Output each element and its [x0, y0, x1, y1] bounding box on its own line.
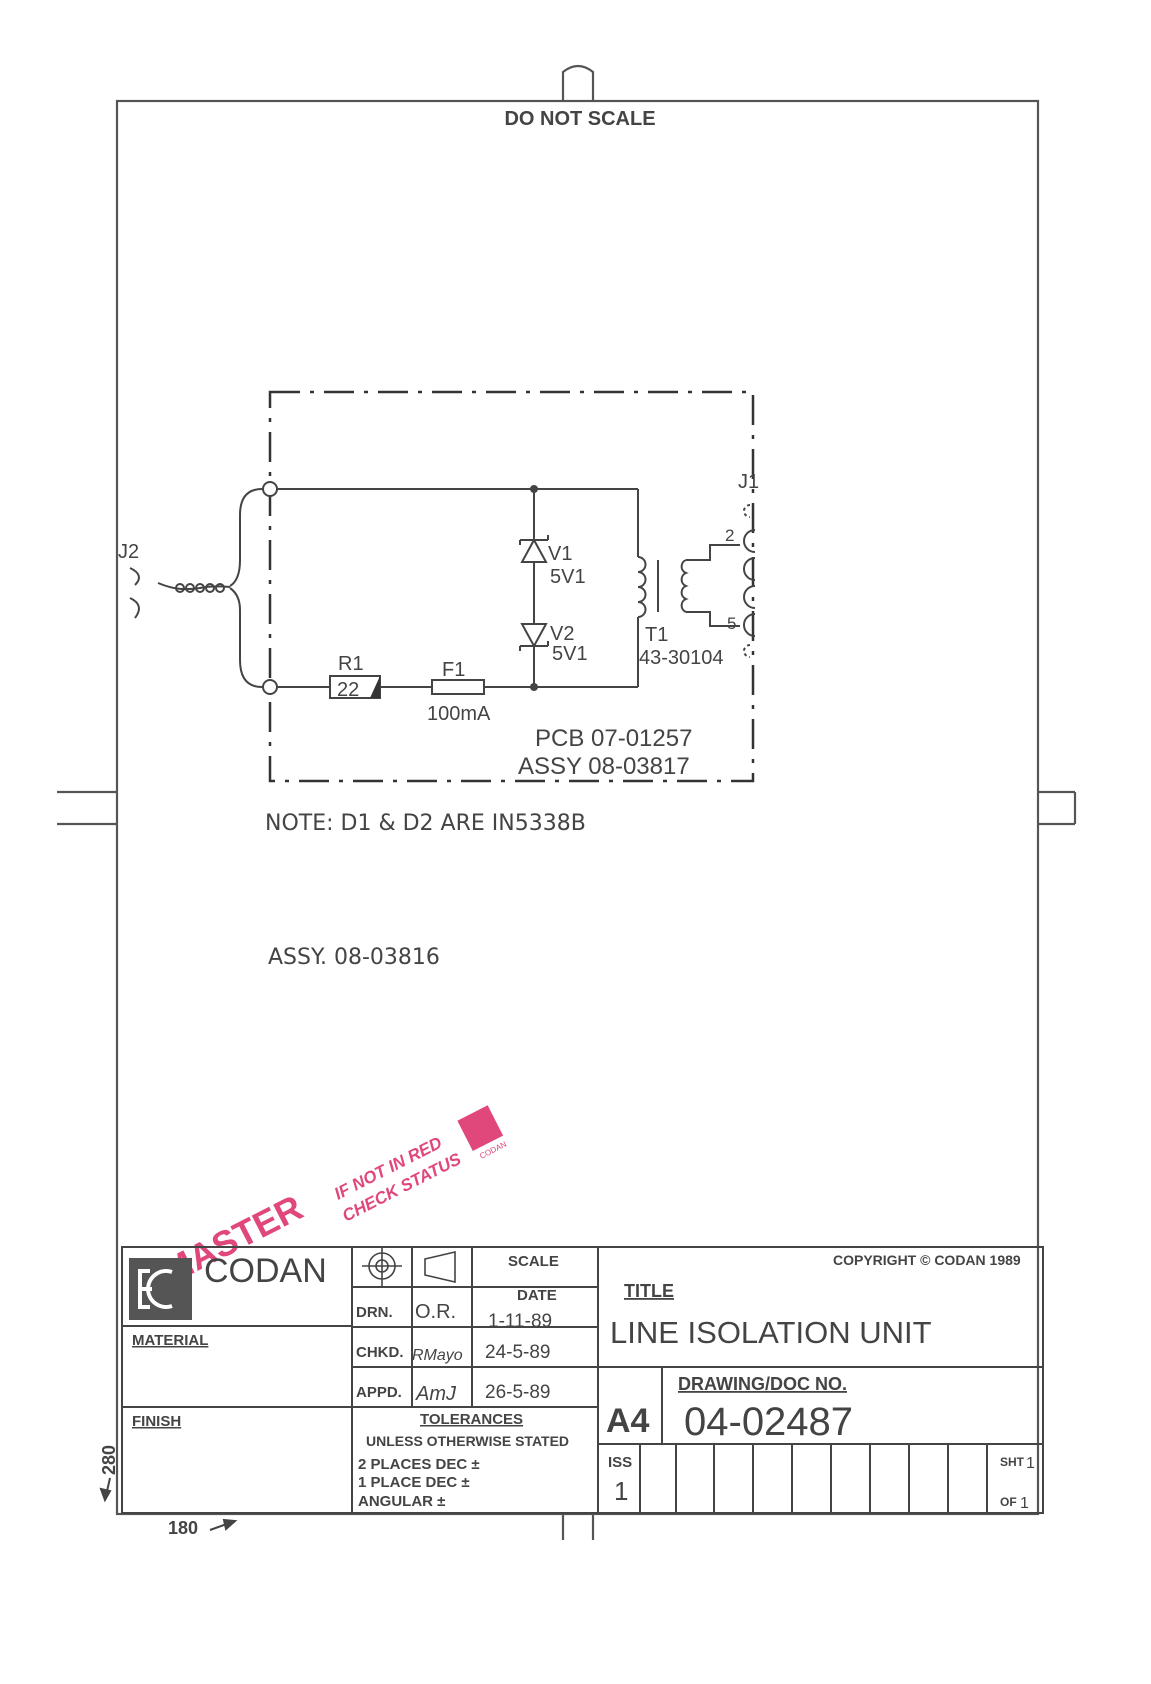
- codan-logo: CODAN: [129, 1252, 327, 1320]
- date-label: DATE: [517, 1287, 557, 1304]
- v1-label: V1: [548, 543, 572, 565]
- angular-label: ANGULAR ±: [358, 1493, 445, 1510]
- of-value: 1: [1020, 1495, 1029, 1512]
- pin2-label: 2: [725, 526, 734, 545]
- issue-value: 1: [614, 1476, 628, 1506]
- f1-label: F1: [442, 659, 465, 681]
- sheet-value: 1: [1026, 1455, 1035, 1472]
- v2-value: 5V1: [552, 643, 588, 665]
- appd-signature: AmJ: [415, 1383, 457, 1405]
- copyright-label: COPYRIGHT © CODAN 1989: [833, 1252, 1021, 1268]
- tolerances-label: TOLERANCES: [420, 1411, 523, 1428]
- drn-value: O.R.: [415, 1301, 456, 1323]
- j1-label: J1: [738, 471, 759, 493]
- f1-value: 100mA: [427, 703, 491, 725]
- iss-label: ISS: [608, 1454, 632, 1471]
- diode-note: NOTE: D1 & D2 ARE IN5338B: [265, 811, 586, 836]
- pcb-number: PCB 07-01257: [535, 725, 692, 752]
- third-angle-projection-icon: [362, 1246, 456, 1286]
- drawing-no-label: DRAWING/DOC NO.: [678, 1374, 847, 1394]
- drawing-number: 04-02487: [684, 1400, 853, 1444]
- unless-stated-label: UNLESS OTHERWISE STATED: [366, 1433, 569, 1449]
- stamp-logo: CODAN: [457, 1105, 508, 1161]
- assy-number: ASSY 08-03817: [518, 753, 690, 780]
- scale-label: SCALE: [508, 1253, 559, 1270]
- dim-180: 180: [168, 1518, 198, 1538]
- dim-280: 280: [99, 1445, 119, 1475]
- drn-label: DRN.: [356, 1304, 393, 1321]
- chkd-signature: RMayo: [412, 1347, 463, 1364]
- title-label: TITLE: [624, 1281, 674, 1301]
- date-value: 1-11-89: [488, 1311, 552, 1332]
- pin5-label: 5: [727, 614, 736, 633]
- two-places-label: 2 PLACES DEC ±: [358, 1456, 480, 1473]
- material-label: MATERIAL: [132, 1332, 208, 1349]
- v2-label: V2: [550, 623, 574, 645]
- schematic: J1 J2 V1 5V1 V2 5V1 T1 43-30104 2 5 R1 2…: [118, 390, 759, 783]
- pcb-outline: [268, 390, 755, 783]
- chkd-label: CHKD.: [356, 1344, 404, 1361]
- company-name: CODAN: [204, 1252, 327, 1290]
- r1-label: R1: [338, 653, 364, 675]
- appd-date: 26-5-89: [485, 1382, 551, 1403]
- sht-label: SHT: [1000, 1455, 1025, 1469]
- t1-label: T1: [645, 624, 668, 646]
- sheet-size: A4: [606, 1402, 650, 1440]
- v1-value: 5V1: [550, 566, 586, 588]
- title-block: [121, 1246, 1044, 1514]
- do-not-scale-label: DO NOT SCALE: [504, 108, 655, 130]
- t1-part: 43-30104: [639, 647, 724, 669]
- appd-label: APPD.: [356, 1384, 402, 1401]
- finish-label: FINISH: [132, 1413, 181, 1430]
- r1-value: 22: [337, 679, 359, 701]
- of-label: OF: [1000, 1495, 1017, 1509]
- assembly-number: ASSY. 08-03816: [268, 945, 440, 970]
- j2-label: J2: [118, 541, 139, 563]
- drawing-title: LINE ISOLATION UNIT: [610, 1315, 932, 1350]
- chkd-date: 24-5-89: [485, 1342, 551, 1363]
- one-place-label: 1 PLACE DEC ±: [358, 1474, 470, 1491]
